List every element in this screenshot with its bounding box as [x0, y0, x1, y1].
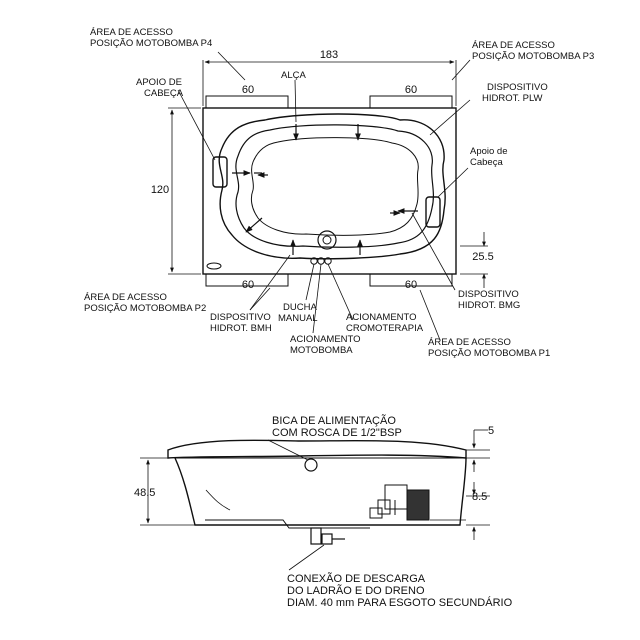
dim-p4: 60 [242, 84, 254, 96]
label-head-right: Apoio de Cabeça [470, 146, 510, 168]
head-rest-right [425, 196, 441, 228]
label-bmh: DISPOSITIVO HIDROT. BMH [210, 312, 273, 334]
dim-side-height: 48.5 [134, 487, 155, 499]
pump-motor-icon [369, 484, 430, 521]
access-area-p1 [369, 273, 453, 287]
tub-floor [205, 519, 370, 529]
spout-icon [304, 458, 318, 472]
access-area-p3 [369, 95, 453, 109]
dim-p3: 60 [405, 84, 417, 96]
label-p2: ÁREA DE ACESSO POSIÇÃO MOTOBOMBA P2 [84, 292, 206, 314]
dim-width: 183 [320, 49, 338, 61]
label-plw: DISPOSITIVO HIDROT. PLW [482, 82, 550, 104]
jets [232, 124, 418, 255]
access-area-p2 [205, 273, 289, 287]
brand-badge-icon [206, 262, 222, 270]
top-view: 183 60 60 60 60 120 25.5 [84, 27, 594, 359]
label-p4: ÁREA DE ACESSO POSIÇÃO MOTOBOMBA P4 [90, 27, 212, 49]
label-pump: ACIONAMENTO MOTOBOMBA [290, 334, 363, 356]
dim-offset: 25.5 [472, 251, 493, 263]
access-area-p4 [205, 95, 289, 109]
dim-p2: 60 [242, 279, 254, 291]
label-bmg: DISPOSITIVO HIDROT. BMG [458, 289, 521, 311]
label-drain: CONEXÃO DE DESCARGA DO LADRÃO E DO DRENO… [287, 572, 513, 609]
tub-basin-floor [250, 137, 419, 236]
label-shower: DUCHA MANUAL [278, 302, 319, 324]
label-handle: ALÇA [281, 70, 306, 81]
label-chromo: ACIONAMENTO CROMOTERAPIA [346, 312, 424, 334]
head-rest-left [212, 156, 228, 188]
label-spout: BICA DE ALIMENTAÇÃO COM ROSCA DE 1/2"BSP [272, 414, 402, 439]
tub-basin-outer [218, 113, 446, 260]
dim-rim: 5 [488, 425, 494, 437]
tub-rim [167, 439, 467, 459]
drain-pipe-icon [310, 527, 345, 545]
tub-outline [202, 107, 457, 275]
dim-height: 120 [151, 184, 169, 196]
tub-basin-inner [235, 124, 435, 248]
label-p3: ÁREA DE ACESSO POSIÇÃO MOTOBOMBA P3 [472, 40, 594, 62]
tub-body [174, 457, 467, 526]
drain-icon [317, 230, 337, 250]
side-view: 48.5 5 8.5 BICA DE ALIMENTAÇÃO COM ROSCA… [134, 414, 513, 609]
label-p1: ÁREA DE ACESSO POSIÇÃO MOTOBOMBA P1 [428, 337, 550, 359]
dim-p1: 60 [405, 279, 417, 291]
label-head-left: APOIO DE CABEÇA [136, 77, 185, 99]
dim-pump: 8.5 [472, 491, 487, 503]
